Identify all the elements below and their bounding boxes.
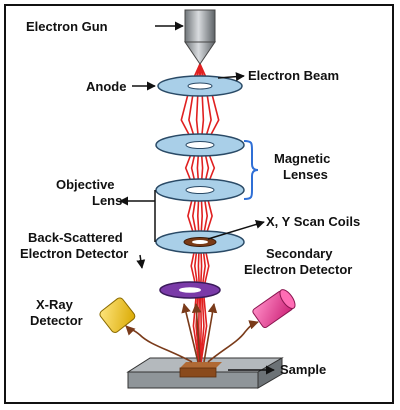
label-objective-lens-line1: Objective	[56, 177, 115, 192]
label-se-detector-line1: Secondary	[266, 246, 333, 261]
label-electron-gun: Electron Gun	[26, 19, 108, 34]
label-electron-beam: Electron Beam	[248, 68, 339, 83]
magnetic-lens-lower	[155, 178, 245, 202]
label-bse-detector-line2: Electron Detector	[20, 246, 128, 261]
magnetic-lens-upper	[155, 133, 245, 157]
magnetic-lenses-brace	[243, 140, 259, 200]
objective-lens-disc	[155, 230, 245, 254]
leader-lines	[119, 21, 275, 375]
label-xray-detector-line1: X-Ray	[36, 297, 74, 312]
label-anode: Anode	[86, 79, 126, 94]
anode	[157, 75, 243, 97]
label-objective-lens-line2: Lens	[92, 193, 122, 208]
label-magnetic-lenses-line2: Lenses	[283, 167, 328, 182]
label-bse-detector-line1: Back-Scattered	[28, 230, 123, 245]
signal-arrows	[125, 303, 259, 363]
secondary-electron-detector	[252, 289, 296, 329]
label-sample: Sample	[280, 362, 326, 377]
label-xray-detector-line2: Detector	[30, 313, 83, 328]
label-se-detector-line2: Electron Detector	[244, 262, 352, 277]
label-scan-coils: X, Y Scan Coils	[266, 214, 360, 229]
backscatter-detector-ring	[159, 281, 221, 299]
label-magnetic-lenses-line1: Magnetic	[274, 151, 330, 166]
electron-gun	[184, 9, 216, 65]
sample-block	[179, 362, 222, 378]
